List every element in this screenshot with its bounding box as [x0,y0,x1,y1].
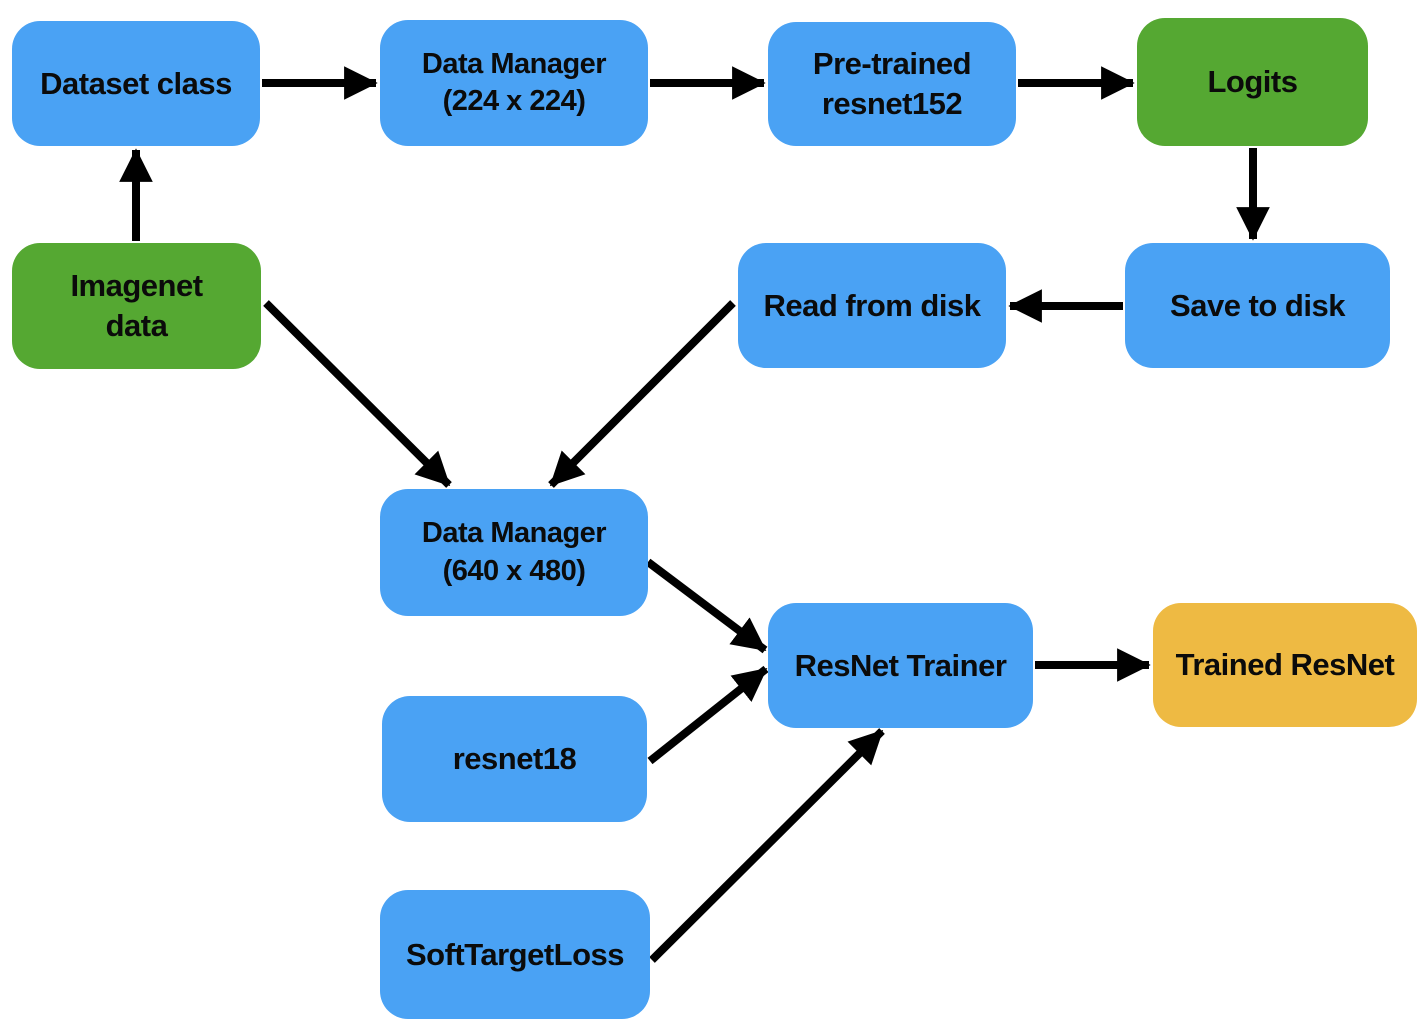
node-pretrained-resnet152: Pre-trained resnet152 [768,22,1016,146]
edge-softtargetloss-to-resnet-trainer [649,728,885,963]
node-softtargetloss: SoftTargetLoss [380,890,650,1019]
node-imagenet-data: Imagenet data [12,243,261,369]
node-resnet18: resnet18 [382,696,647,822]
node-trained-resnet: Trained ResNet [1153,603,1417,727]
node-data-manager-224: Data Manager (224 x 224) [380,20,648,146]
node-data-manager-640: Data Manager (640 x 480) [380,489,648,616]
edge-imagenet-data-to-data-manager-640 [263,300,452,488]
edge-resnet18-to-resnet-trainer [647,665,769,765]
node-save-to-disk: Save to disk [1125,243,1390,368]
node-read-from-disk: Read from disk [738,243,1006,368]
edge-data-manager-640-to-resnet-trainer [645,558,768,654]
edge-read-from-disk-to-data-manager-640 [548,300,736,488]
node-resnet-trainer: ResNet Trainer [768,603,1033,728]
node-logits: Logits [1137,18,1368,146]
node-dataset-class: Dataset class [12,21,260,146]
